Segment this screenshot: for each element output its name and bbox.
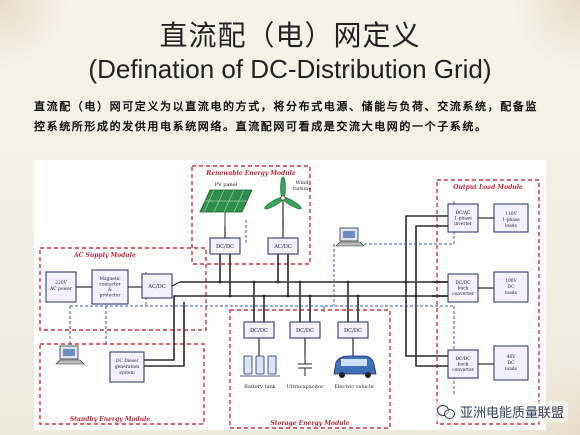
magnetic-contactor xyxy=(91,269,129,305)
ultracapacitor-icon xyxy=(298,356,312,376)
watermark-text: 亚洲电能质量联盟 xyxy=(459,406,564,421)
dcdc-buck-converter-1 xyxy=(447,273,479,303)
dc-grid-diagram: Renewable Energy Module AC Supply Module… xyxy=(34,160,546,430)
standby-module-title: Standby Energy Module xyxy=(70,416,150,423)
load-48v-dc xyxy=(493,345,529,381)
ac-supply-rectifier xyxy=(141,273,173,299)
monitor-computer-icon xyxy=(55,345,85,365)
ev-converter-label: DC/DC xyxy=(344,328,362,334)
dcdc-buck-converter-2 xyxy=(447,349,479,379)
corner-decoration xyxy=(0,0,70,70)
battery-label: Battery tank xyxy=(244,384,277,390)
wind-turbine-icon xyxy=(264,176,302,226)
renewable-module-title: Renewable Energy Module xyxy=(205,170,296,177)
load-110v-ac xyxy=(493,203,529,233)
ac-power-source xyxy=(45,271,77,303)
battery-icon xyxy=(240,355,280,377)
diesel-generator xyxy=(109,351,145,383)
ultracap-converter-label: DC/DC xyxy=(296,328,314,334)
pv-panel-icon xyxy=(199,189,253,226)
pv-converter-label: DC/DC xyxy=(216,244,234,250)
wind-converter-label: AC/DC xyxy=(273,244,292,250)
standby-module-frame xyxy=(39,343,205,425)
pv-panel-label: PV panel xyxy=(215,182,238,188)
ac-supply-module-title: AC Supply Module xyxy=(73,252,136,259)
storage-module-title: Storage Energy Module xyxy=(270,420,349,427)
diagram-svg: Renewable Energy Module AC Supply Module… xyxy=(39,165,540,429)
dcac-inverter xyxy=(447,203,479,233)
watermark: 亚洲电能质量联盟 xyxy=(432,401,568,422)
corner-decoration xyxy=(510,0,580,70)
definition-text: 直流配（电）网可定义为以直流电的方式，将分布式电源、储能与负荷、交流系统，配备监… xyxy=(34,100,538,133)
wechat-icon xyxy=(436,404,455,419)
battery-converter-label: DC/DC xyxy=(250,328,268,334)
slide-title: 直流配（电）网定义 xyxy=(159,19,421,52)
monitor-computer-icon xyxy=(335,227,365,247)
ac-rectifier-label: AC/DC xyxy=(147,284,166,290)
ac-supply-module-frame xyxy=(39,247,207,331)
renewable-module-frame xyxy=(191,165,311,265)
output-load-module-title: Output Load Module xyxy=(453,184,523,191)
ev-label: Electric vehicle xyxy=(334,384,373,390)
load-100v-dc xyxy=(493,271,529,303)
ultracapacitor-label: Ultracapacitor xyxy=(287,384,325,390)
slide-subtitle: (Defination of DC-Distribution Grid) xyxy=(88,54,492,84)
output-load-module-frame xyxy=(436,179,540,425)
electric-vehicle-icon xyxy=(333,355,377,378)
